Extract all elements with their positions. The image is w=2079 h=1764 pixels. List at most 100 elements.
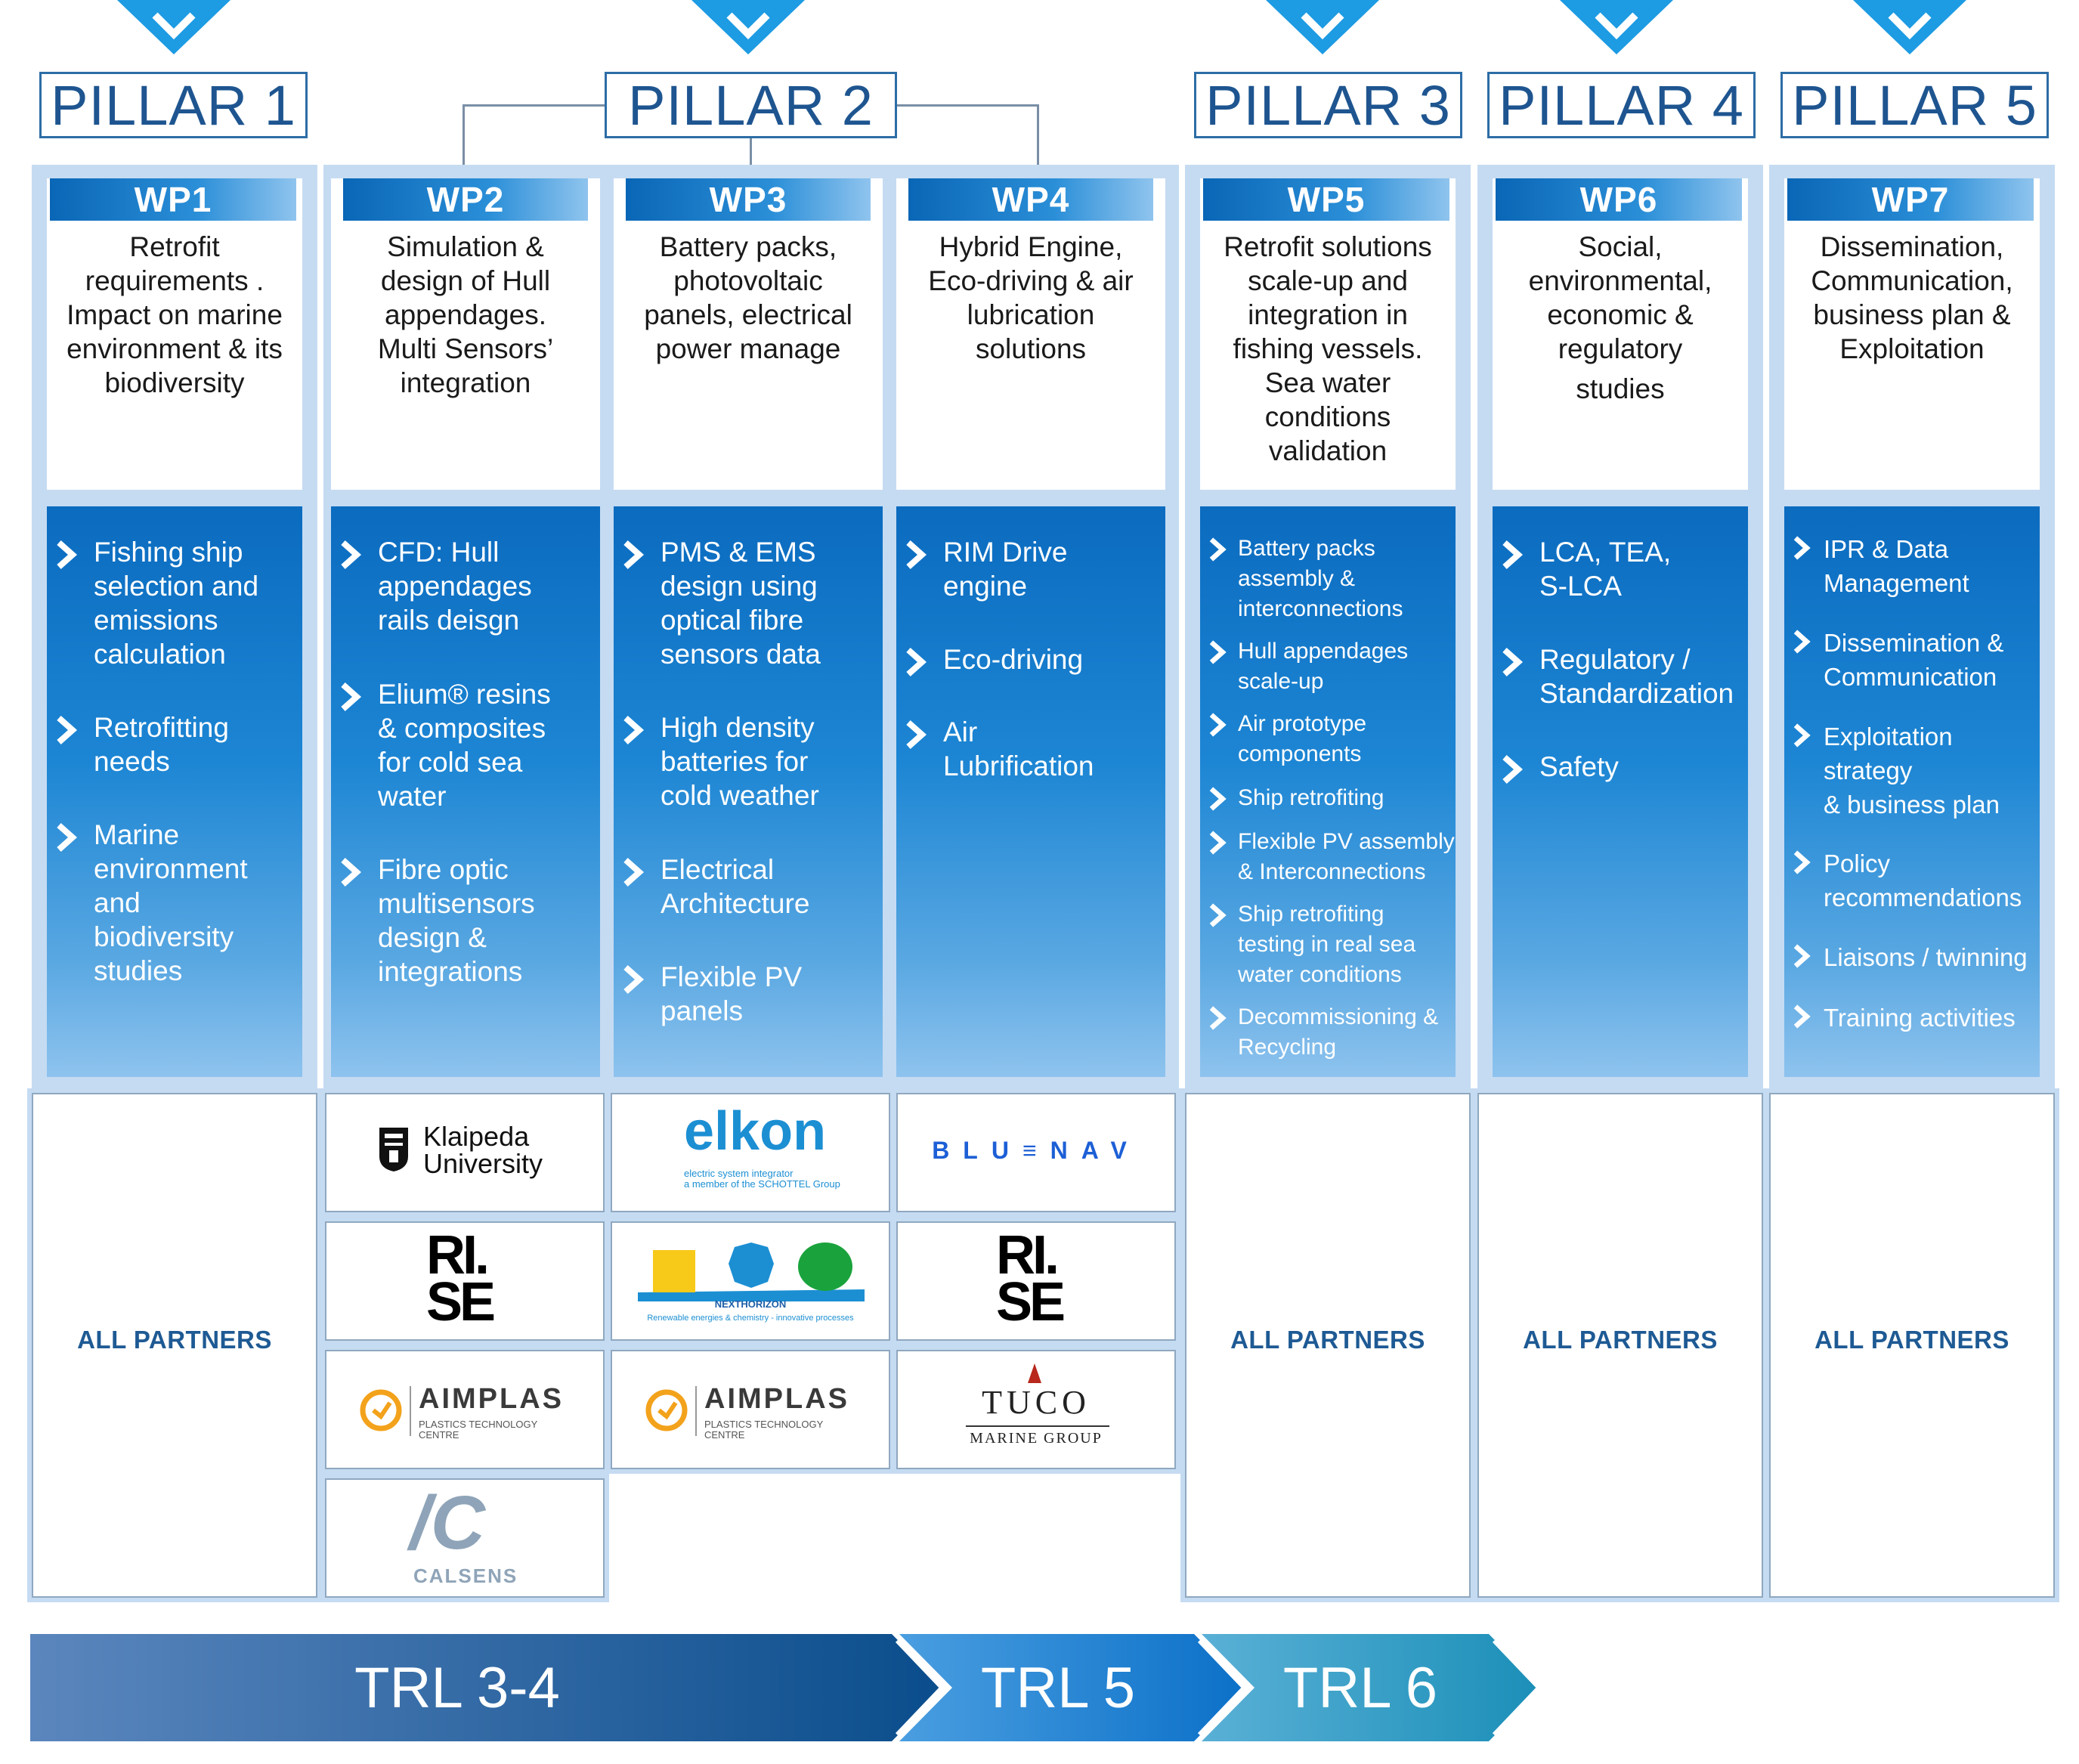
chevron-right-icon bbox=[1793, 723, 1811, 747]
wp6-title: WP6 bbox=[1496, 178, 1742, 221]
wp6-tasks: LCA, TEA,S-LCA Regulatory /Standardizati… bbox=[1493, 506, 1748, 1077]
chevron-right-icon bbox=[1209, 713, 1227, 737]
chevron-right-icon bbox=[1793, 1004, 1811, 1029]
wp3-title: WP3 bbox=[626, 178, 871, 221]
chevron-right-icon bbox=[906, 648, 927, 676]
calsens-logo: /C CALSENS bbox=[325, 1478, 605, 1598]
chevron-right-icon bbox=[1209, 903, 1227, 927]
logo-divider bbox=[695, 1386, 697, 1436]
chevron-right-icon bbox=[1492, 1635, 1551, 1741]
all-partners-label: ALL PARTNERS bbox=[1523, 1326, 1718, 1354]
pillar-2-header: PILLAR 2 bbox=[605, 72, 897, 138]
chevron-down-icon bbox=[1853, 0, 1966, 54]
partners-box-wp1: ALL PARTNERS bbox=[32, 1093, 317, 1598]
nexthorizon-shapes-icon bbox=[638, 1243, 865, 1301]
chevron-right-icon bbox=[57, 540, 78, 569]
chevron-right-icon bbox=[341, 540, 362, 569]
logo-divider bbox=[966, 1425, 1109, 1427]
partners-box-wp5: ALL PARTNERS bbox=[1185, 1093, 1471, 1598]
partners-box-wp6: ALL PARTNERS bbox=[1477, 1093, 1763, 1598]
connector-line bbox=[463, 104, 465, 180]
wp6-description: Social,environmental,economic &regulator… bbox=[1528, 231, 1712, 404]
wp7-description: Dissemination,Communication,business pla… bbox=[1811, 231, 2013, 364]
chevron-right-icon bbox=[1209, 831, 1227, 855]
chevron-right-icon bbox=[906, 540, 927, 569]
trl-label-2: TRL 5 bbox=[980, 1655, 1136, 1720]
trl-progress-band bbox=[30, 1634, 1551, 1741]
chevron-right-icon bbox=[57, 716, 78, 744]
all-partners-label: ALL PARTNERS bbox=[1230, 1326, 1425, 1354]
nexthorizon-logo: NEXTHORIZON Renewable energies & chemist… bbox=[611, 1221, 890, 1341]
wp1-title: WP1 bbox=[50, 178, 296, 221]
chevron-down-icon bbox=[691, 0, 805, 54]
pillar-1-header: PILLAR 1 bbox=[39, 72, 308, 138]
chevron-right-icon bbox=[1793, 850, 1811, 874]
rise-logo: RI.SE bbox=[896, 1221, 1176, 1341]
partners-box-wp7: ALL PARTNERS bbox=[1769, 1093, 2055, 1598]
chevron-right-icon bbox=[1502, 648, 1524, 676]
wp7-panel: WP7 Dissemination,Communication,business… bbox=[1784, 178, 2040, 490]
chevron-right-icon bbox=[906, 720, 927, 749]
bluenav-logo: BLU≡NAV bbox=[896, 1093, 1176, 1212]
logo-divider bbox=[410, 1386, 411, 1436]
chevron-right-icon bbox=[341, 682, 362, 711]
all-partners-label: ALL PARTNERS bbox=[1814, 1326, 2009, 1354]
chevron-right-icon bbox=[1197, 1635, 1256, 1741]
chevron-right-icon bbox=[1502, 540, 1524, 569]
wp6-panel: WP6 Social,environmental,economic &regul… bbox=[1493, 178, 1748, 490]
chevron-down-icon bbox=[1560, 0, 1673, 54]
all-partners-label: ALL PARTNERS bbox=[77, 1326, 272, 1354]
wp7-title: WP7 bbox=[1787, 178, 2034, 221]
chevron-right-icon bbox=[1209, 640, 1227, 664]
rise-logo: RI.SE bbox=[325, 1221, 605, 1341]
trl-segment-1 bbox=[30, 1634, 945, 1741]
chevron-right-icon bbox=[1209, 537, 1227, 562]
connector-line bbox=[1037, 104, 1039, 180]
aimplas-mark-icon bbox=[645, 1389, 688, 1431]
trl-segment-3 bbox=[1202, 1634, 1542, 1741]
wp2-title: WP2 bbox=[343, 178, 588, 221]
chevron-right-icon bbox=[623, 965, 645, 994]
pillar-4-header: PILLAR 4 bbox=[1487, 72, 1756, 138]
chevron-right-icon bbox=[341, 858, 362, 887]
chevron-right-icon bbox=[1793, 536, 1811, 560]
chevron-right-icon bbox=[895, 1635, 954, 1741]
chevron-down-icon bbox=[117, 0, 230, 54]
tuco-logo: TUCO MARINE GROUP bbox=[896, 1350, 1176, 1469]
connector-line bbox=[897, 104, 1039, 107]
sail-icon bbox=[1028, 1363, 1041, 1383]
chevron-right-icon bbox=[1502, 755, 1524, 784]
trl-label-1: TRL 3-4 bbox=[354, 1655, 560, 1720]
chevron-right-icon bbox=[1793, 944, 1811, 968]
chevron-right-icon bbox=[1209, 1006, 1227, 1030]
trl-label-3: TRL 6 bbox=[1282, 1655, 1438, 1720]
connector-line bbox=[463, 104, 605, 107]
university-crest-icon bbox=[379, 1128, 408, 1171]
pillar-5-header: PILLAR 5 bbox=[1780, 72, 2049, 138]
aimplas-mark-icon bbox=[360, 1389, 402, 1431]
connector-line bbox=[750, 138, 752, 180]
chevron-right-icon bbox=[1209, 787, 1227, 811]
wp4-title: WP4 bbox=[908, 178, 1153, 221]
pillar-3-header: PILLAR 3 bbox=[1194, 72, 1462, 138]
chevron-down-icon bbox=[1266, 0, 1379, 54]
trl-segment-2 bbox=[899, 1634, 1247, 1741]
chevron-right-icon bbox=[623, 858, 645, 887]
